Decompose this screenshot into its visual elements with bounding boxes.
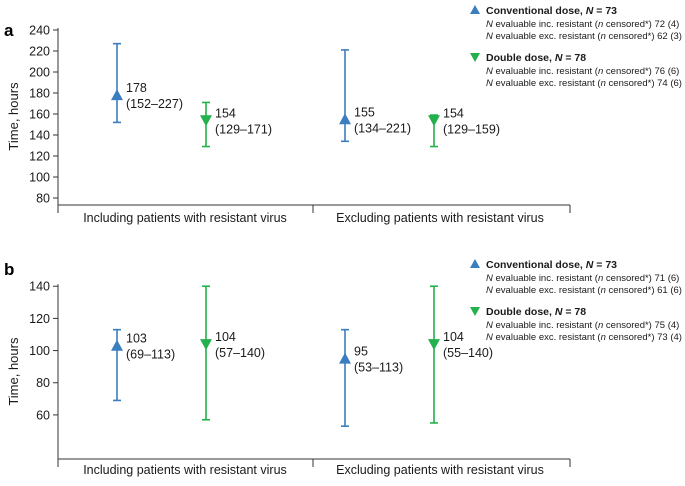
- y-tick-label: 100: [29, 344, 50, 358]
- median-marker: [428, 115, 440, 127]
- x-category-label: Including patients with resistant virus: [83, 463, 287, 477]
- legend-marker: [470, 307, 480, 316]
- data-label-range: (57–140): [215, 346, 265, 360]
- data-label-median: 104: [443, 330, 464, 344]
- data-label-range: (69–113): [126, 348, 175, 362]
- median-marker: [428, 339, 440, 351]
- y-tick-label: 220: [29, 45, 50, 59]
- y-tick-label: 80: [36, 192, 50, 206]
- y-tick-label: 160: [29, 108, 50, 122]
- legend-detail: N evaluable inc. resistant (n censored*)…: [486, 320, 679, 331]
- legend-marker: [470, 53, 480, 62]
- y-axis-label: Time, hours: [6, 337, 21, 406]
- legend-detail: N evaluable exc. resistant (n censored*)…: [486, 31, 682, 42]
- median-marker: [200, 339, 212, 351]
- legend-title: Double dose, N = 78: [486, 306, 586, 318]
- y-tick-label: 240: [29, 24, 50, 38]
- legend-marker: [470, 259, 480, 268]
- y-axis-label: Time, hours: [6, 82, 21, 151]
- y-tick-label: 120: [29, 312, 50, 326]
- data-label-median: 154: [215, 106, 236, 120]
- legend-detail: N evaluable exc. resistant (n censored*)…: [486, 285, 682, 296]
- data-label-median: 155: [354, 105, 375, 119]
- y-tick-label: 100: [29, 171, 50, 185]
- data-label-median: 104: [215, 330, 236, 344]
- data-label-median: 95: [354, 345, 368, 359]
- data-label-range: (134–221): [354, 121, 411, 135]
- legend-detail: N evaluable inc. resistant (n censored*)…: [486, 66, 679, 77]
- y-tick-label: 120: [29, 150, 50, 164]
- data-label-median: 103: [126, 332, 147, 346]
- data-label-median: 154: [443, 106, 464, 120]
- data-label-range: (55–140): [443, 346, 493, 360]
- legend-detail: N evaluable inc. resistant (n censored*)…: [486, 19, 679, 30]
- y-tick-label: 180: [29, 87, 50, 101]
- median-marker: [339, 113, 351, 125]
- data-label-range: (129–171): [215, 122, 272, 136]
- legend-detail: N evaluable inc. resistant (n censored*)…: [486, 273, 679, 284]
- y-tick-label: 80: [36, 376, 50, 390]
- panel-letter-a: a: [4, 21, 14, 40]
- legend-title: Double dose, N = 78: [486, 52, 586, 64]
- legend-title: Conventional dose, N = 73: [486, 259, 617, 271]
- legend-detail: N evaluable exc. resistant (n censored*)…: [486, 78, 682, 89]
- y-tick-label: 60: [36, 408, 50, 422]
- data-label-range: (129–159): [443, 122, 500, 136]
- median-marker: [200, 115, 212, 127]
- median-marker: [111, 339, 123, 351]
- y-tick-label: 140: [29, 280, 50, 294]
- legend-detail: N evaluable exc. resistant (n censored*)…: [486, 332, 682, 343]
- data-label-median: 178: [126, 81, 147, 95]
- x-category-label: Excluding patients with resistant virus: [336, 211, 544, 225]
- legend-title: Conventional dose, N = 73: [486, 5, 617, 17]
- y-tick-label: 140: [29, 129, 50, 143]
- legend-marker: [470, 5, 480, 14]
- y-tick-label: 200: [29, 66, 50, 80]
- panel-letter-b: b: [4, 260, 14, 279]
- median-marker: [111, 89, 123, 101]
- x-category-label: Including patients with resistant virus: [83, 211, 287, 225]
- data-label-range: (53–113): [354, 361, 403, 375]
- x-category-label: Excluding patients with resistant virus: [336, 463, 544, 477]
- data-label-range: (152–227): [126, 97, 183, 111]
- median-marker: [339, 352, 351, 364]
